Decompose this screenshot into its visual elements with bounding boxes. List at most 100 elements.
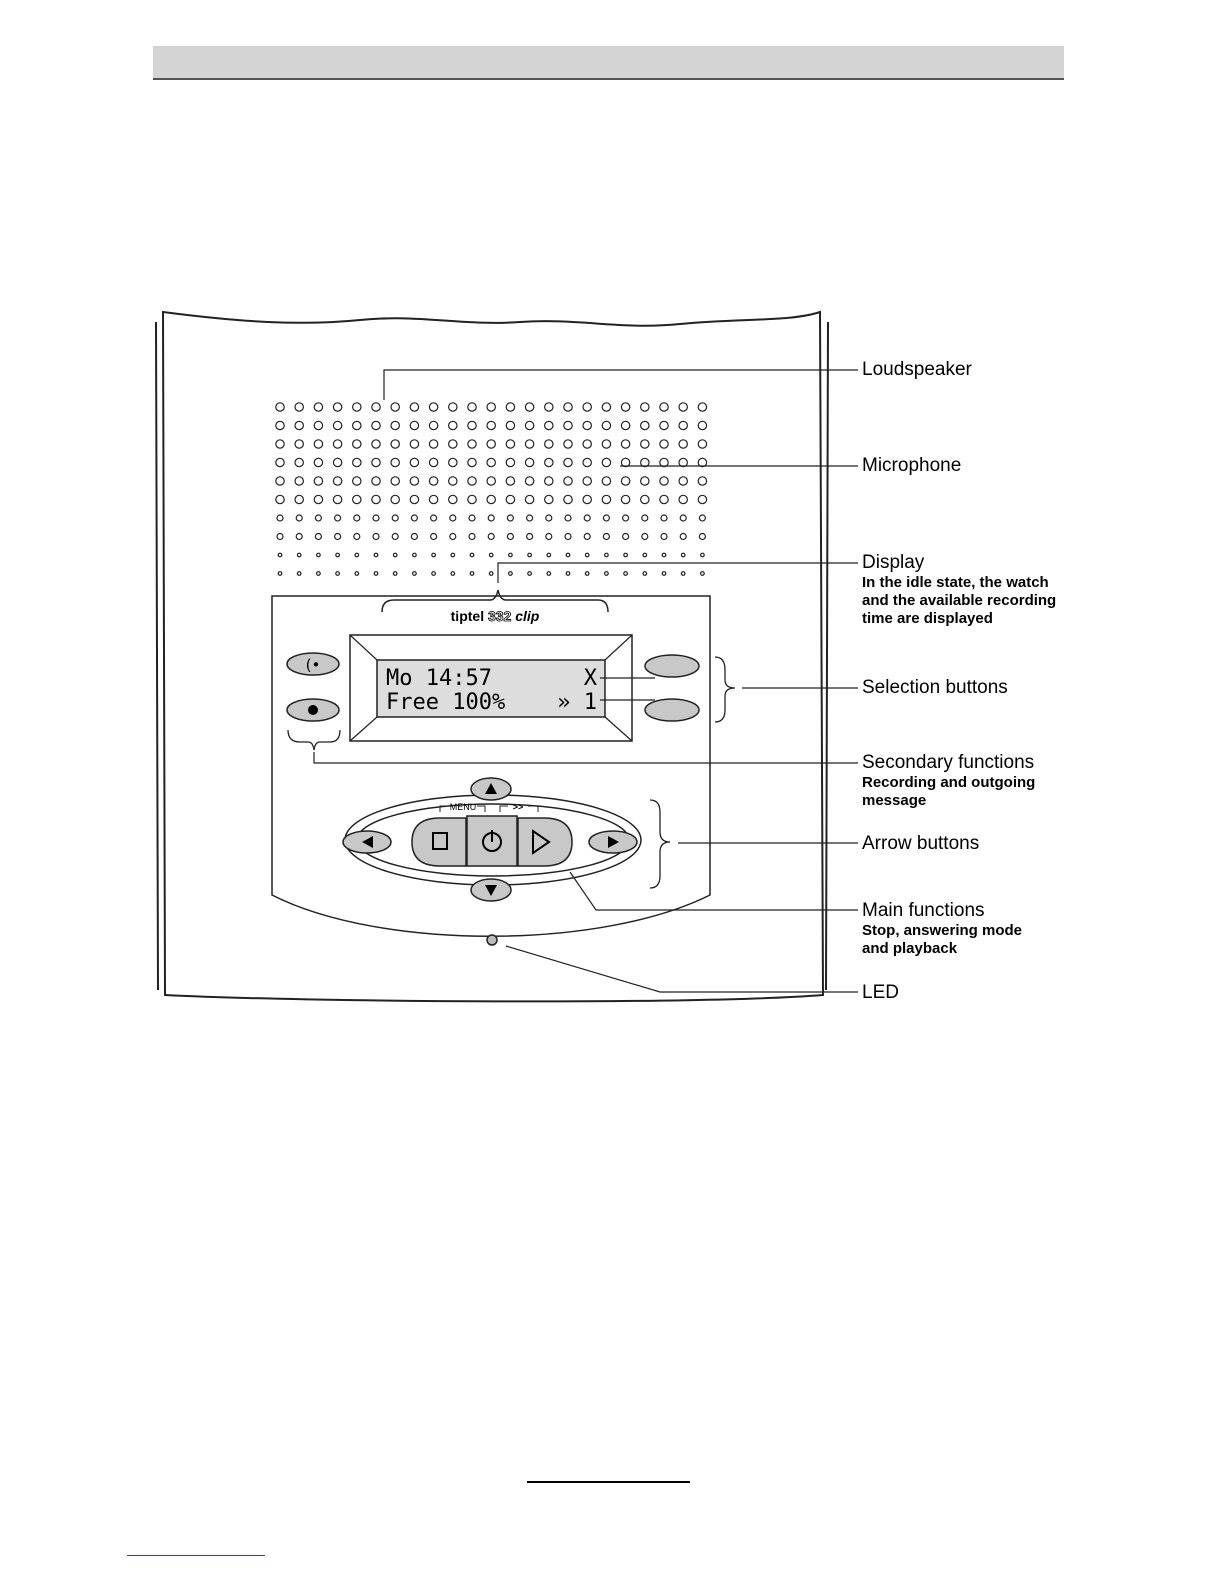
brand-label: tiptel 332 clip	[451, 608, 540, 624]
stop-button[interactable]	[412, 818, 466, 866]
grille-hole	[449, 458, 457, 466]
grille-hole	[661, 515, 667, 521]
grille-hole	[525, 495, 533, 503]
grille-hole	[623, 534, 629, 540]
grille-hole	[487, 458, 495, 466]
callout-loudspeaker: Loudspeaker	[862, 359, 972, 381]
grille-hole	[546, 515, 552, 521]
grille-hole	[450, 534, 456, 540]
grille-hole	[583, 495, 591, 503]
grille-hole	[413, 572, 417, 576]
grille-hole	[641, 477, 649, 485]
grille-hole	[295, 458, 303, 466]
grille-hole	[295, 495, 303, 503]
grille-hole	[545, 403, 553, 411]
grille-hole	[698, 421, 706, 429]
grille-hole	[315, 534, 321, 540]
grille-hole	[451, 572, 455, 576]
grille-hole	[565, 515, 571, 521]
grille-hole	[679, 440, 687, 448]
selection-button-bottom[interactable]	[645, 699, 699, 721]
led-indicator	[487, 935, 497, 945]
grille-hole	[545, 440, 553, 448]
grille-hole	[506, 477, 514, 485]
grille-hole	[391, 458, 399, 466]
selection-button-top[interactable]	[645, 655, 699, 677]
grille-hole	[564, 421, 572, 429]
forward-label: >>	[513, 802, 524, 812]
grille-hole	[317, 553, 321, 557]
grille-hole	[470, 572, 474, 576]
grille-hole	[603, 515, 609, 521]
grille-hole	[662, 553, 666, 557]
grille-hole	[487, 421, 495, 429]
grille-hole	[333, 421, 341, 429]
grille-hole	[680, 534, 686, 540]
grille-hole	[353, 403, 361, 411]
grille-hole	[468, 440, 476, 448]
grille-hole	[488, 534, 494, 540]
grille-hole	[525, 477, 533, 485]
grille-hole	[353, 440, 361, 448]
grille-hole	[602, 403, 610, 411]
grille-hole	[413, 553, 417, 557]
callout-title: Arrow buttons	[862, 833, 979, 855]
grille-hole	[489, 553, 493, 557]
grille-hole	[487, 403, 495, 411]
grille-hole	[506, 403, 514, 411]
grille-hole	[679, 421, 687, 429]
playback-button[interactable]	[518, 818, 572, 866]
grille-hole	[487, 495, 495, 503]
grille-hole	[393, 553, 397, 557]
grille-hole	[527, 534, 533, 540]
grille-hole	[468, 477, 476, 485]
speaker-grille	[276, 403, 707, 576]
record-icon	[308, 705, 318, 715]
grille-hole	[314, 477, 322, 485]
grille-hole	[528, 572, 532, 576]
grille-hole	[698, 403, 706, 411]
grille-hole	[468, 421, 476, 429]
callout-title: Secondary functions	[862, 752, 1035, 774]
callout-title: Display	[862, 552, 1056, 574]
grille-hole	[566, 553, 570, 557]
grille-hole	[698, 477, 706, 485]
grille-hole	[641, 440, 649, 448]
svg-text:» 1: » 1	[557, 690, 597, 715]
grille-hole	[373, 515, 379, 521]
grille-hole	[276, 421, 284, 429]
grille-hole	[450, 515, 456, 521]
grille-hole	[410, 477, 418, 485]
grille-hole	[372, 495, 380, 503]
grille-hole	[584, 515, 590, 521]
grille-hole	[353, 495, 361, 503]
callout-title: Loudspeaker	[862, 359, 972, 381]
grille-hole	[585, 572, 589, 576]
grille-hole	[525, 421, 533, 429]
outgoing-message-icon: (•	[306, 656, 321, 674]
grille-hole	[621, 495, 629, 503]
callout-title: LED	[862, 982, 899, 1004]
grille-hole	[276, 495, 284, 503]
callout-subtitle: In the idle state, the watch	[862, 574, 1056, 592]
grille-hole	[565, 534, 571, 540]
callout-main-functions: Main functions Stop, answering mode and …	[862, 900, 1022, 958]
grille-hole	[335, 515, 341, 521]
grille-hole	[642, 515, 648, 521]
grille-hole	[372, 440, 380, 448]
grille-hole	[660, 477, 668, 485]
grille-hole	[372, 421, 380, 429]
svg-text:Mo 14:57: Mo 14:57	[386, 666, 492, 691]
grille-hole	[660, 403, 668, 411]
grille-hole	[470, 553, 474, 557]
grille-hole	[333, 440, 341, 448]
grille-hole	[391, 403, 399, 411]
grille-hole	[297, 553, 301, 557]
grille-hole	[411, 515, 417, 521]
grille-hole	[545, 477, 553, 485]
grille-hole	[353, 458, 361, 466]
grille-hole	[296, 515, 302, 521]
grille-hole	[698, 495, 706, 503]
grille-hole	[698, 440, 706, 448]
